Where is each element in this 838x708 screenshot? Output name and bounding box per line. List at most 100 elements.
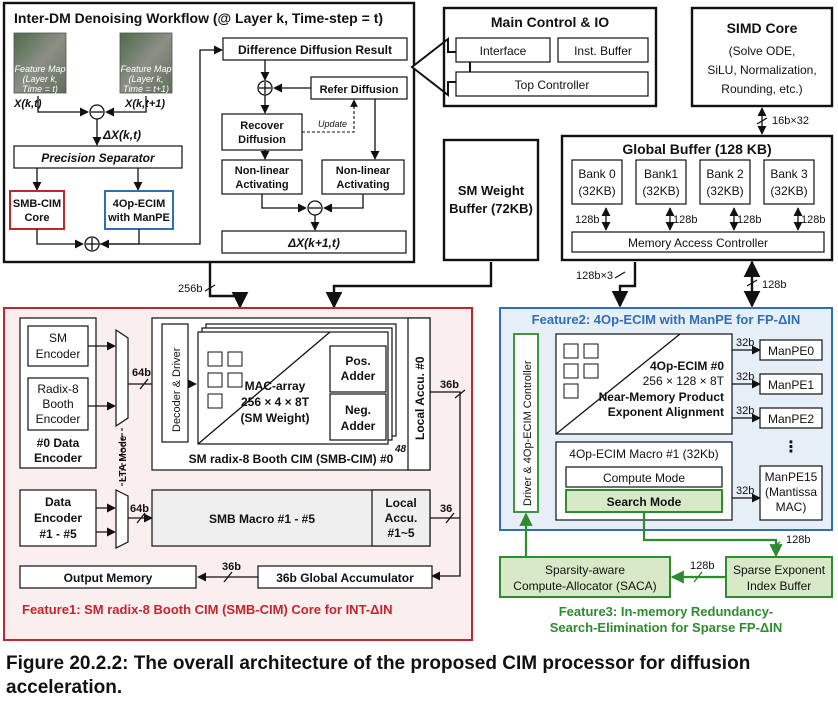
bus-256b-label: 256b xyxy=(178,283,202,295)
svg-text:Search Mode: Search Mode xyxy=(607,495,682,509)
svg-text:Compute Mode: Compute Mode xyxy=(603,471,685,485)
svg-text:Refer Diffusion: Refer Diffusion xyxy=(320,84,399,96)
sparse-exponent-index-buffer xyxy=(725,556,833,598)
svg-text:Neg.: Neg. xyxy=(345,403,371,417)
bank-2: Bank 2 (32KB) xyxy=(699,159,751,205)
workflow-title: Inter-DM Denoising Workflow (@ Layer k, … xyxy=(14,10,383,26)
svg-text:ΔX(k+1,t): ΔX(k+1,t) xyxy=(287,236,340,250)
manpe-2 xyxy=(759,407,823,429)
radix-8-booth-encoder xyxy=(27,377,89,431)
svg-text:Feature Map: Feature Map xyxy=(14,64,65,74)
compute-mode xyxy=(565,466,723,488)
simd-core: SIMD Core (Solve ODE, SiLU, Normalizatio… xyxy=(690,6,834,108)
feature1-panel: SM Encoder Radix-8 Booth Encoder #0 Data… xyxy=(3,307,473,641)
manpe-15 xyxy=(759,465,823,521)
svg-text:Time = t): Time = t) xyxy=(22,84,58,94)
update-label: Update xyxy=(318,119,347,129)
svg-text:(32KB): (32KB) xyxy=(770,184,807,198)
svg-text:128b: 128b xyxy=(575,214,599,226)
svg-text:Inst. Buffer: Inst. Buffer xyxy=(574,44,632,58)
manpe-1 xyxy=(759,373,823,395)
svg-text:Booth: Booth xyxy=(42,397,73,411)
workflow-panel: Inter-DM Denoising Workflow (@ Layer k, … xyxy=(2,1,416,264)
svg-text:(Layer k,: (Layer k, xyxy=(22,74,57,84)
svg-text:Sparse Exponent: Sparse Exponent xyxy=(733,563,826,577)
svg-text:Non-linear: Non-linear xyxy=(336,165,391,177)
svg-text:Feature2: 4Op-ECIM with ManPE: Feature2: 4Op-ECIM with ManPE for FP-ΔIN xyxy=(532,312,801,327)
svg-text:Non-linear: Non-linear xyxy=(235,165,290,177)
output-memory xyxy=(19,565,197,589)
svg-text:Search-Elimination for Sparse: Search-Elimination for Sparse FP-ΔIN xyxy=(550,620,783,635)
svg-text:Encoder: Encoder xyxy=(36,347,81,361)
main-control-io: Main Control & IO Interface Inst. Buffer… xyxy=(442,6,658,108)
svg-text:ManPE1: ManPE1 xyxy=(768,378,814,392)
nonlinear-activating-right xyxy=(321,159,405,195)
svg-text:SMB-CIM: SMB-CIM xyxy=(13,198,61,210)
difference-diffusion-result xyxy=(222,37,408,61)
figure-caption: Figure 20.2.2: The overall architecture … xyxy=(6,652,836,700)
svg-text:Radix-8: Radix-8 xyxy=(37,382,79,396)
figure-caption-line2: acceleration. xyxy=(6,677,123,698)
svg-text:MAC): MAC) xyxy=(776,500,807,514)
svg-text:Bank 3: Bank 3 xyxy=(770,167,808,181)
svg-text:64b: 64b xyxy=(130,503,149,515)
svg-text:32b: 32b xyxy=(736,405,754,417)
svg-text:Index Buffer: Index Buffer xyxy=(747,579,812,593)
svg-text:32b: 32b xyxy=(736,371,754,383)
svg-text:Global Buffer (128 KB): Global Buffer (128 KB) xyxy=(622,141,771,157)
svg-text:with ManPE: with ManPE xyxy=(107,212,170,224)
svg-text:64b: 64b xyxy=(132,367,151,379)
feature-map-left: Feature Map (Layer k, Time = t) xyxy=(13,32,67,94)
svg-text:Interface: Interface xyxy=(480,44,527,58)
svg-text:ManPE0: ManPE0 xyxy=(768,344,814,358)
svg-text:128b: 128b xyxy=(801,214,825,226)
svg-text:Buffer (72KB): Buffer (72KB) xyxy=(449,201,533,216)
svg-text:128b: 128b xyxy=(673,214,697,226)
simd-bus-label: 16b×32 xyxy=(772,115,809,127)
svg-text:(32KB): (32KB) xyxy=(642,184,679,198)
svg-text:Driver & 4Op-ECIM Controller: Driver & 4Op-ECIM Controller xyxy=(522,360,534,506)
svg-text:128b: 128b xyxy=(737,214,761,226)
svg-text:36b: 36b xyxy=(222,561,241,573)
manpe-0 xyxy=(759,339,823,361)
svg-text:Sparsity-aware: Sparsity-aware xyxy=(545,563,625,577)
svg-text:Adder: Adder xyxy=(341,369,376,383)
figure-caption-line1: Figure 20.2.2: The overall architecture … xyxy=(6,653,751,674)
svg-text:Encoder: Encoder xyxy=(36,412,81,426)
svg-text:Time = t+1): Time = t+1) xyxy=(123,84,169,94)
svg-text:32b: 32b xyxy=(736,485,754,497)
svg-text:SIMD Core: SIMD Core xyxy=(727,20,798,36)
ecim-manpe-block xyxy=(104,190,174,230)
svg-text:Main Control & IO: Main Control & IO xyxy=(491,14,609,30)
svg-text:#1 - #5: #1 - #5 xyxy=(39,527,77,541)
svg-text:Memory Access Controller: Memory Access Controller xyxy=(628,236,768,250)
svg-text:⋮: ⋮ xyxy=(783,439,799,456)
feature-map-right: Feature Map (Layer k, Time = t+1) xyxy=(119,32,173,94)
svg-text:SM: SM xyxy=(49,331,67,345)
svg-text:Near-Memory Product: Near-Memory Product xyxy=(599,390,724,404)
saca-block xyxy=(499,556,671,598)
svg-text:MAC-array: MAC-array xyxy=(245,379,306,393)
delta-x-label: ΔX(k,t) xyxy=(102,128,141,142)
svg-text:Bank1: Bank1 xyxy=(644,167,678,181)
svg-text:Feature Map: Feature Map xyxy=(120,64,171,74)
global-buffer: Global Buffer (128 KB) Bank 0 (32KB) Ban… xyxy=(560,134,834,262)
bank-0: Bank 0 (32KB) xyxy=(571,159,623,205)
bank-1: Bank1 (32KB) xyxy=(635,159,687,205)
svg-text:36: 36 xyxy=(440,503,452,515)
svg-text:#1~5: #1~5 xyxy=(387,526,414,540)
svg-text:#0 Data: #0 Data xyxy=(37,436,80,450)
sm-encoder xyxy=(27,325,89,367)
svg-text:(Mantissa: (Mantissa xyxy=(765,485,817,499)
svg-text:ManPE2: ManPE2 xyxy=(768,412,814,426)
svg-text:Feature3: In-memory Redundancy: Feature3: In-memory Redundancy- xyxy=(559,604,774,619)
svg-text:Encoder: Encoder xyxy=(34,451,82,465)
bank-3: Bank 3 (32KB) xyxy=(763,159,815,205)
svg-text:Encoder: Encoder xyxy=(34,511,82,525)
feature2-panel: Feature2: 4Op-ECIM with ManPE for FP-ΔIN… xyxy=(499,307,833,531)
memory-access-controller xyxy=(571,231,825,253)
sm-weight-buffer: SM Weight Buffer (72KB) xyxy=(442,138,540,262)
delta-x-next-box xyxy=(221,230,407,254)
bus-128x3-label: 128b×3 xyxy=(576,270,613,282)
svg-text:(Solve ODE,: (Solve ODE, xyxy=(729,44,796,58)
